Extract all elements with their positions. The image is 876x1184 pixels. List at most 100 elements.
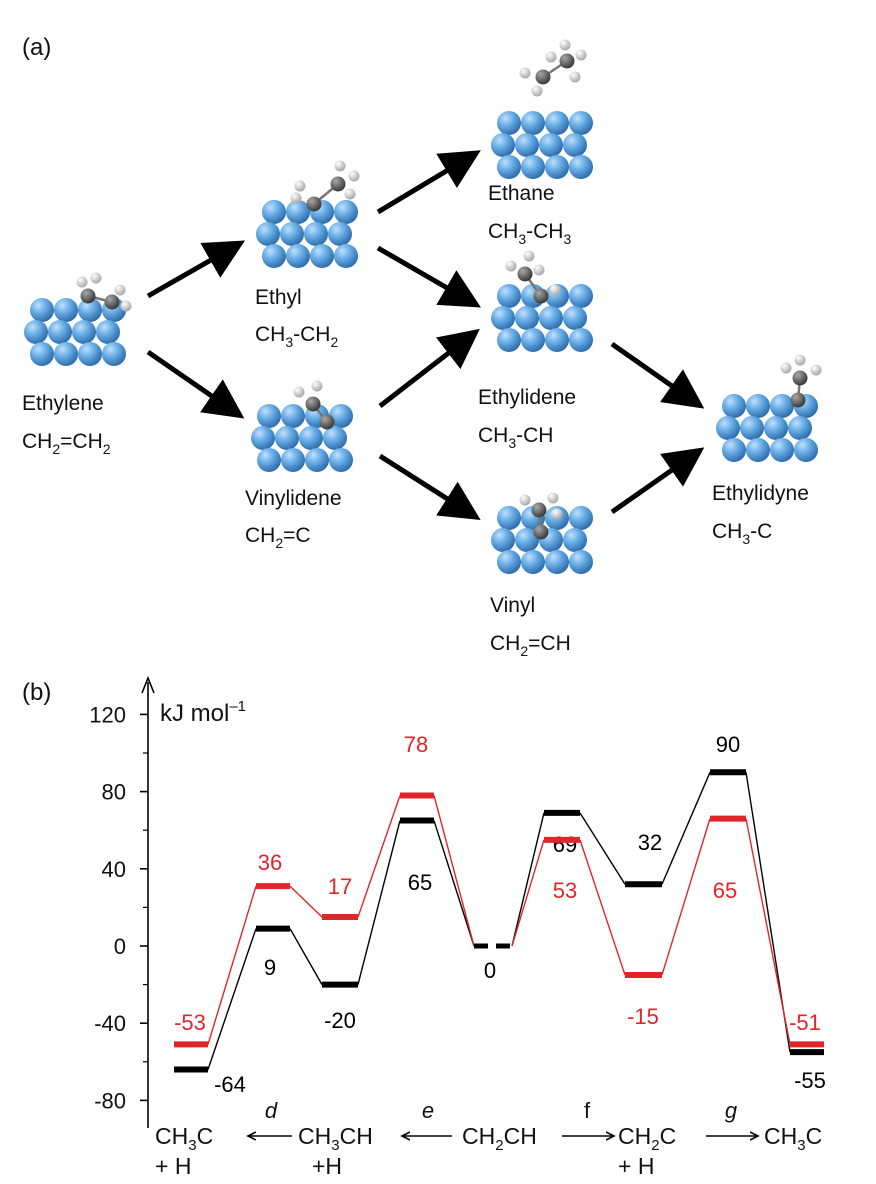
metal-atom [328,222,352,246]
metal-atom [281,448,305,472]
metal-atom [54,298,78,322]
ethylidene-formula: CH3-CH [478,424,553,451]
metal-atom [569,506,593,530]
energy-connector [207,885,257,1045]
reaction-label-d: d [265,1098,278,1123]
metal-atom [30,342,54,366]
ethyl-name: Ethyl [255,286,302,309]
carbon-atom [319,414,335,430]
species-ch3c_right: CH3C [764,1123,822,1154]
species-ch3c_left: CH3C [155,1123,213,1154]
y-tick-label: 80 [102,780,126,805]
metal-atom [334,244,358,268]
vinylidene-formula: CH2=C [245,524,311,551]
reaction-arrow [146,349,245,419]
hydrogen-atom [575,49,587,61]
hydrogen-atom [114,284,126,296]
energy-value-label: 0 [484,958,496,983]
metal-atom [286,244,310,268]
reaction-arrow [376,245,481,308]
reaction-arrow [378,453,481,521]
panel-a-label: (a) [22,34,51,61]
carbon-atom [531,502,547,518]
metal-atom [491,306,515,330]
metal-atom [497,111,521,135]
energy-value-label: 53 [553,878,577,903]
reaction-arrow [610,341,705,409]
metal-atom [545,550,569,574]
metal-atom [515,133,539,157]
metal-atom [334,200,358,224]
carbon-atom [535,69,551,85]
ethyl-formula: CH3-CH2 [255,323,338,350]
metal-atom [257,404,281,428]
hydrogen-atom [519,494,531,506]
species-ch2c-plus-h: + H [618,1153,654,1179]
hydrogen-atom [794,354,806,366]
ethylidyne-formula: CH3-C [712,520,772,547]
energy-value-label: 65 [408,870,432,895]
metal-atom [281,404,305,428]
metal-atom [78,298,102,322]
carbon-atom [517,266,533,282]
reaction-arrow [610,447,705,515]
carbon-atom [306,196,322,212]
energy-value-label: 17 [328,874,352,899]
species-ch3c_left-plus-h: + H [155,1153,191,1179]
metal-atom [30,298,54,322]
energy-connector [289,928,323,985]
panel-b-label: (b) [22,679,51,706]
hydrogen-atom [348,170,360,182]
metal-atom [569,550,593,574]
energy-value-label: 32 [638,830,662,855]
hydrogen-atom [344,188,356,200]
energy-value-label: -51 [789,1010,821,1035]
y-tick-label: 120 [89,702,126,727]
energy-connector [433,820,475,947]
metal-atom [563,306,587,330]
carbon-atom [104,294,120,310]
hydrogen-atom [547,492,559,504]
metal-atom [746,394,770,418]
vinyl-structure [491,492,593,574]
hydrogen-atom [505,260,517,272]
carbon-atom [305,396,321,412]
metal-atom [569,284,593,308]
metal-atom [275,426,299,450]
metal-atom [497,328,521,352]
metal-atom [329,404,353,428]
metal-atom [310,244,334,268]
carbon-atom [790,392,806,408]
metal-atom [262,200,286,224]
ethylidene-structure [491,250,593,352]
vinyl-formula: CH2=CH [490,632,571,659]
energy-connector [511,812,545,947]
hydrogen-atom [311,380,323,392]
hydrogen-atom [810,364,822,376]
energy-connector [579,839,626,976]
ethane-formula: CH3-CH3 [488,220,571,247]
metal-atom [716,416,740,440]
reaction-network-panel: EthyleneCH2=CH2EthylCH3-CH2VinylideneCH2… [22,39,822,659]
ethylidene-name: Ethylidene [478,386,576,409]
ethylene-structure [24,272,132,366]
metal-atom [563,528,587,552]
hydrogen-atom [519,67,531,79]
energy-connector [207,928,257,1070]
metal-atom [545,328,569,352]
energy-connector [661,818,711,976]
hydrogen-atom [533,264,545,276]
metal-atom [299,426,323,450]
reaction-label-f: f [584,1098,591,1123]
metal-atom [497,506,521,530]
carbon-atom [792,370,808,386]
hydrogen-atom [294,180,306,192]
metal-atom [563,133,587,157]
energy-connector [579,812,626,885]
hydrogen-atom [293,386,305,398]
energy-connector [433,795,475,947]
hydrogen-atom [559,39,571,51]
